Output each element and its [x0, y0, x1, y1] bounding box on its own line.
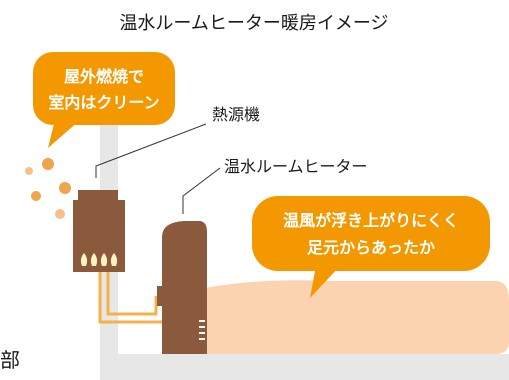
- heat-source-label-group: 熱源機: [95, 105, 260, 178]
- room-heater-label-group: 温水ルームヒーター: [182, 157, 368, 214]
- heater-vent-icon: [199, 320, 205, 340]
- cropped-text-fragment: 部: [0, 348, 20, 372]
- house-wall: [100, 90, 509, 380]
- outdoor-combustion-callout: 屋外燃焼で 室内はクリーン: [33, 52, 175, 148]
- heat-source-unit: [73, 190, 125, 272]
- room-heater-label: 温水ルームヒーター: [224, 157, 368, 176]
- flame-icon: [80, 253, 118, 266]
- room-heater-unit: [157, 221, 207, 354]
- warm-air-flow: [205, 280, 509, 354]
- warm-air-callout-line1: 温風が浮き上がりにくく: [282, 211, 459, 230]
- outdoor-callout-line1: 屋外燃焼で: [64, 67, 144, 86]
- outdoor-callout-line2: 室内はクリーン: [48, 93, 159, 112]
- diagram-title: 温水ルームヒーター暖房イメージ: [119, 13, 388, 34]
- warm-air-callout-line2: 足元からあったか: [307, 238, 435, 257]
- exhaust-puffs: [25, 158, 71, 219]
- warm-air-callout: 温風が浮き上がりにくく 足元からあったか: [252, 196, 490, 298]
- heat-source-label: 熱源機: [212, 105, 260, 124]
